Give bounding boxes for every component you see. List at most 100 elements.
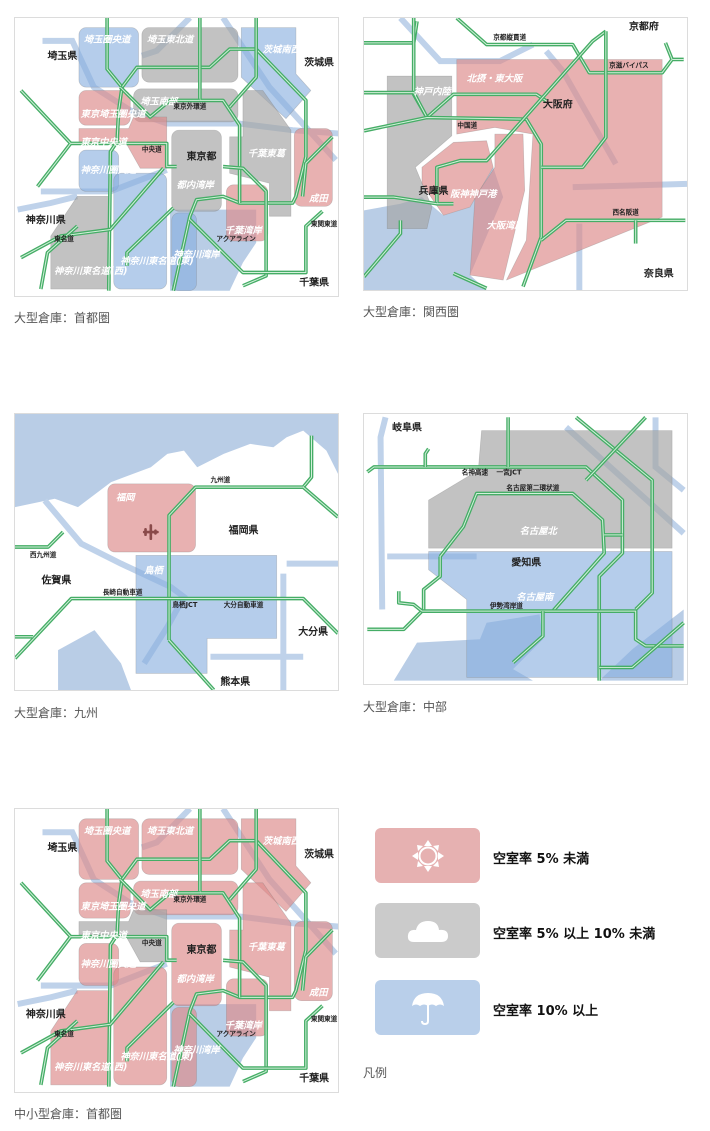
map-kanto-small: 埼玉圏央道埼玉東北道茨城南西東京埼玉圏央道埼玉南部東京中央道神奈川圏央道都内湾岸… <box>14 808 339 1093</box>
prefecture-label: 東京都 <box>187 943 217 956</box>
prefecture-label: 埼玉県 <box>47 841 77 854</box>
road-label: 一宮JCT <box>497 467 523 476</box>
legend-swatch-low <box>375 828 480 883</box>
road-label: 西九州道 <box>30 550 57 559</box>
prefecture-label: 愛知県 <box>511 555 541 568</box>
highway-line-inner <box>453 272 487 289</box>
legend-swatch-mid <box>375 903 480 958</box>
region-label: 成田 <box>308 193 329 204</box>
legend-label-low: 空室率 5% 未満 <box>493 852 590 867</box>
region-label: 神奈川湾岸 <box>173 249 221 261</box>
prefecture-label: 大阪府 <box>543 98 573 111</box>
region-label: 名古屋北 <box>520 525 559 537</box>
prefecture-label: 埼玉県 <box>47 49 77 62</box>
highway-line-inner <box>119 86 200 118</box>
highway-line-inner <box>364 117 542 287</box>
region-label: 成田 <box>308 987 329 999</box>
sun-icon <box>411 839 444 872</box>
region-label: 千葉湾岸 <box>225 224 264 236</box>
road-label: 伊勢湾岸道 <box>489 601 523 610</box>
map-svg: 埼玉圏央道埼玉東北道茨城南西東京埼玉圏央道埼玉南部東京中央道神奈川圏央道都内湾岸… <box>17 809 338 1088</box>
highway-line-inner <box>367 556 441 630</box>
region-area-red[interactable] <box>107 483 196 553</box>
road-label: 名古屋第二環状道 <box>506 483 559 492</box>
region-area-red[interactable] <box>229 882 292 1012</box>
region-label: 福岡 <box>116 492 136 503</box>
region-area-red[interactable] <box>456 59 663 281</box>
prefecture-label: 奈良県 <box>643 267 674 280</box>
prefecture-label: 神奈川県 <box>26 213 66 226</box>
highway-line-inner <box>189 210 323 273</box>
prefecture-label: 福岡県 <box>228 524 259 537</box>
prefecture-label: 大分県 <box>298 625 328 638</box>
highway-line-inner <box>20 961 164 1054</box>
region-area-gray[interactable] <box>133 88 239 123</box>
road-label: 中央道 <box>142 145 162 154</box>
map-kanto-large: 埼玉圏央道埼玉東北道茨城南西東京埼玉圏央道埼玉南部東京中央道神奈川圏央道都内湾岸… <box>14 17 339 297</box>
highway-line-inner <box>540 219 686 241</box>
prefecture-label: 東京都 <box>187 149 217 162</box>
region-label: 東京埼玉圏央道 <box>81 901 147 913</box>
highway-line-inner <box>40 1020 78 1086</box>
highway-line-inner <box>20 90 72 187</box>
highway-line-inner <box>126 207 174 266</box>
highway-line-inner <box>302 929 333 991</box>
map-kyushu-large: 福岡鳥栖福岡県佐賀県大分県熊本県九州道西九州道長崎自動車道大分自動車道鳥栖JCT <box>14 413 339 691</box>
highway-line-inner <box>229 809 257 900</box>
highway-line-inner <box>189 1005 323 1069</box>
region-label: 埼玉南部 <box>140 95 179 107</box>
region-area-red[interactable] <box>469 133 526 281</box>
road-label: 東関東道 <box>311 219 338 228</box>
prefecture-label: 岐阜県 <box>392 421 422 434</box>
highway-line-inner <box>70 142 177 168</box>
highway-line-inner <box>229 18 257 108</box>
highway-line-inner <box>398 591 684 647</box>
region-label: 埼玉東北道 <box>147 33 195 45</box>
map-svg: 埼玉圏央道埼玉東北道茨城南西東京埼玉圏央道埼玉南部東京中央道神奈川圏央道都内湾岸… <box>17 18 338 292</box>
legend-swatch-high <box>375 980 480 1035</box>
region-label: 神奈川東名道(東) <box>120 255 193 267</box>
highway-line-inner <box>302 486 338 518</box>
region-label: 埼玉圏央道 <box>84 33 132 45</box>
highway-line-inner <box>364 220 401 278</box>
road-label: 東名道 <box>54 1029 74 1038</box>
water-area <box>364 167 504 290</box>
region-label: 名古屋南 <box>516 591 555 603</box>
road-label: 東名道 <box>54 234 74 243</box>
region-label: 都内湾岸 <box>177 179 216 191</box>
region-label: 東京中央道 <box>81 929 129 941</box>
highway-line-inner <box>20 882 72 981</box>
region-area-gray[interactable] <box>171 129 222 212</box>
region-label: 都内湾岸 <box>177 973 216 985</box>
highway-line-inner <box>199 18 241 204</box>
region-label: 千葉東葛 <box>248 149 287 160</box>
river-line <box>17 193 79 213</box>
highway-line <box>19 881 73 982</box>
region-label: 埼玉東北道 <box>147 825 195 837</box>
legend-label-high: 空室率 10% 以上 <box>493 1004 599 1019</box>
highway-line-inner <box>119 879 200 911</box>
region-area-red[interactable] <box>171 922 222 1007</box>
legend-label-mid: 空室率 5% 以上 10% 未満 <box>493 927 656 942</box>
prefecture-label: 京都府 <box>629 20 659 33</box>
highway-line-inner <box>364 196 437 205</box>
region-area-blue[interactable] <box>428 551 673 678</box>
region-area-gray[interactable] <box>229 90 292 217</box>
river-line <box>17 987 79 1008</box>
highway-line-inner <box>15 531 64 548</box>
region-area-gray[interactable] <box>386 75 453 229</box>
region-area-gray[interactable] <box>428 430 673 549</box>
region-area-red[interactable] <box>133 880 239 916</box>
region-label: 埼玉圏央道 <box>84 825 132 837</box>
highway-line <box>19 89 73 188</box>
road-label: 名神高速 <box>462 467 489 476</box>
prefecture-label: 熊本県 <box>220 675 250 688</box>
highway-line-inner <box>367 466 623 681</box>
road-label: 東京外環道 <box>173 102 206 111</box>
prefecture-label: 茨城県 <box>304 847 334 860</box>
prefecture-label: 佐賀県 <box>41 574 72 587</box>
water-area <box>58 630 131 690</box>
road-label: 中央道 <box>142 938 162 947</box>
map-svg: 北摂・東大阪阪神神戸港大阪湾岸神戸内陸京都府大阪府兵庫県奈良県京滋バイパス中国道… <box>364 18 687 290</box>
